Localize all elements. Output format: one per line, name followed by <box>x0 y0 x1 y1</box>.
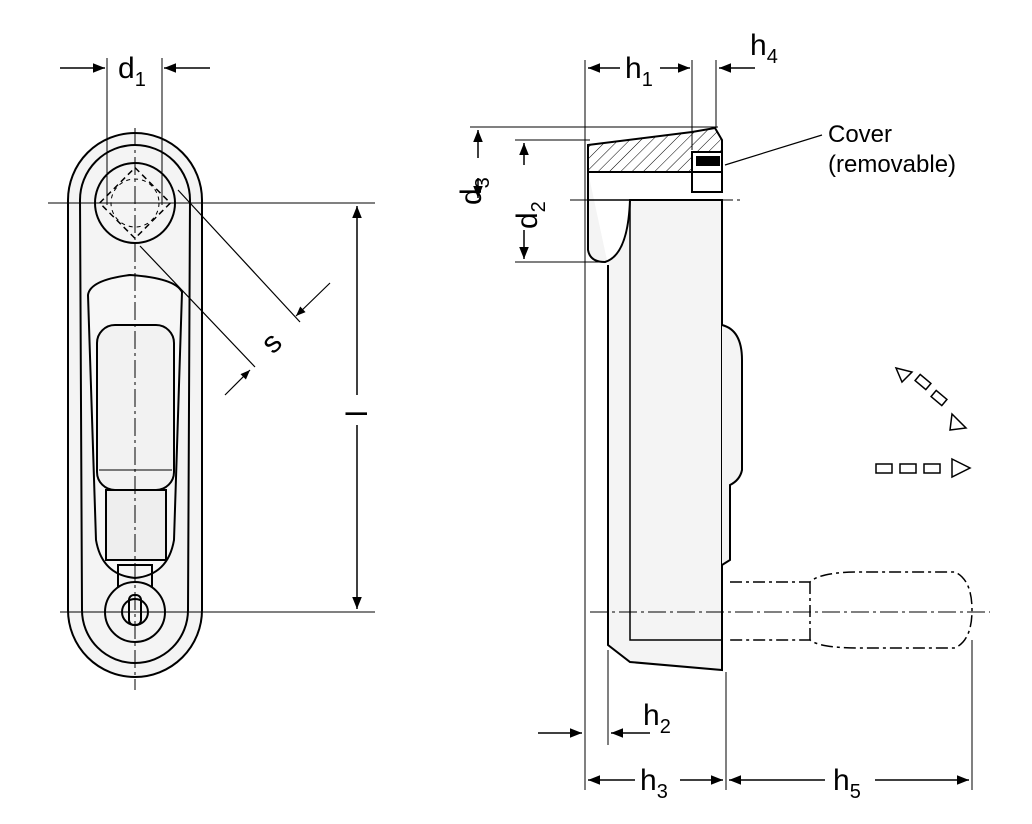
dim-s <box>139 189 331 396</box>
label-h2: h2 <box>643 699 671 738</box>
label-s: s <box>255 326 289 360</box>
label-l: l <box>341 410 374 417</box>
square-hole <box>98 166 172 240</box>
label-h3: h3 <box>640 764 668 803</box>
arm-front-edge <box>629 200 722 641</box>
arm-body-side <box>587 172 723 672</box>
label-h4: h4 <box>750 29 778 68</box>
label-d2: d2 <box>511 201 550 229</box>
side-view <box>587 126 973 672</box>
horizontal-motion-arrow <box>875 457 972 479</box>
cover-leader <box>724 134 823 166</box>
cover-note-line1: Cover <box>828 121 892 148</box>
label-d3: d3 <box>455 177 494 205</box>
diagonal-motion-arrow <box>894 366 968 431</box>
arm-inner-outline <box>78 144 192 664</box>
label-h5: h5 <box>833 764 861 803</box>
front-view <box>67 132 203 678</box>
side-centerlines <box>470 60 990 790</box>
handle-phantom <box>730 571 973 649</box>
cover-cap <box>696 156 720 166</box>
handle-shaft <box>105 489 167 561</box>
label-d1: d1 <box>118 52 146 91</box>
motion-indicators <box>875 366 972 479</box>
label-h1: h1 <box>625 52 653 91</box>
front-centerlines <box>48 58 375 690</box>
cover-note-line2: (removable) <box>828 151 956 178</box>
back-cam <box>721 324 743 566</box>
handle-grip <box>96 324 175 491</box>
